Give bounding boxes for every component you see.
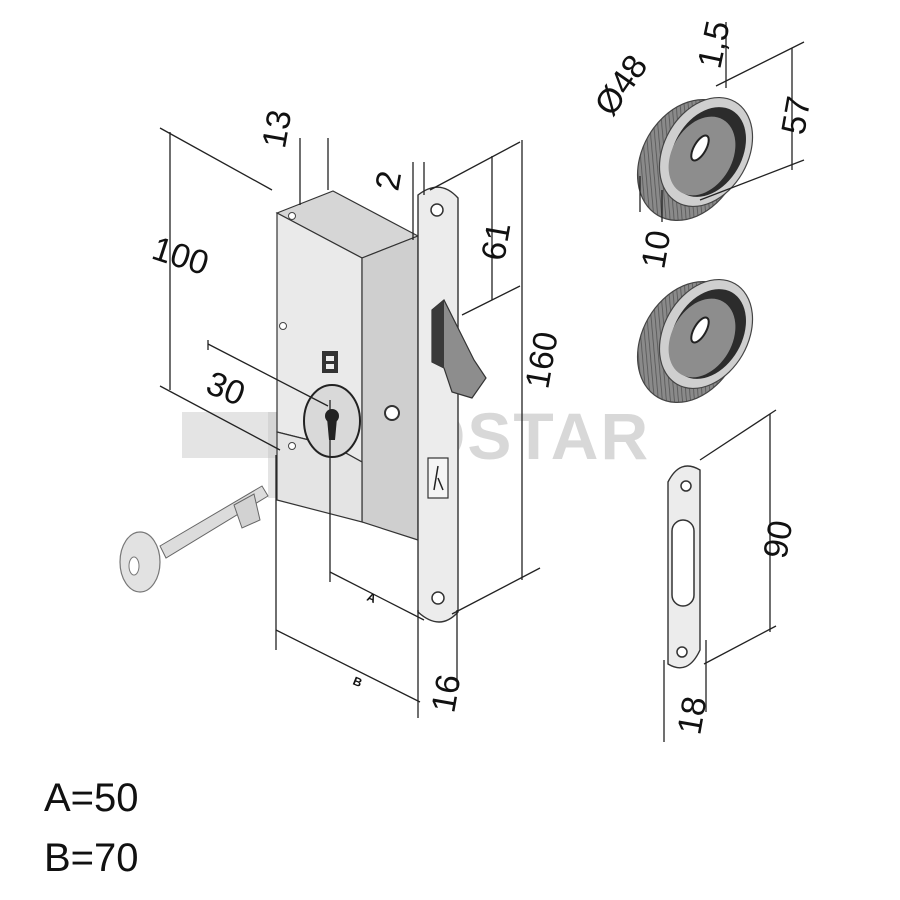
faceplate-screw-hole xyxy=(430,203,444,217)
dim-lock-height: 100 xyxy=(148,229,214,283)
screw-hole xyxy=(288,212,296,220)
legend-line-a: A=50 xyxy=(44,776,139,820)
rosette-bottom xyxy=(636,278,754,403)
dim-label-b: B xyxy=(351,674,365,690)
faceplate-screw-hole xyxy=(431,591,445,605)
dim-rosette-depth: 10 xyxy=(634,228,678,272)
dim-faceplate-width: 16 xyxy=(424,672,468,716)
dim-label-a: A xyxy=(365,590,379,606)
screw-hole xyxy=(288,442,296,450)
lock-case-side xyxy=(361,235,419,541)
dim-strike-length: 90 xyxy=(756,518,800,562)
key xyxy=(119,485,269,593)
round-hole xyxy=(384,405,400,421)
dim-strike-width: 18 xyxy=(670,694,714,738)
dim-rosette-diameter: Ø48 xyxy=(587,48,655,122)
dim-faceplate-length: 160 xyxy=(518,329,565,391)
dim-bolt-offset: 61 xyxy=(474,220,518,264)
dim-backset: 30 xyxy=(201,364,250,413)
dimension-lines xyxy=(159,22,805,742)
faceplate xyxy=(417,186,459,623)
dim-rosette-flange: 1,5 xyxy=(691,18,738,72)
rosette-keyhole-icon xyxy=(690,134,710,162)
dim-lock-thickness: 13 xyxy=(255,107,299,151)
strike-plate xyxy=(667,465,701,669)
rosette-top xyxy=(636,96,754,221)
dim-rosette-height: 57 xyxy=(774,94,818,138)
screw-hole xyxy=(279,322,287,330)
dim-faceplate-thickness: 2 xyxy=(368,168,409,193)
follower-square xyxy=(322,351,338,373)
legend-line-b: B=70 xyxy=(44,836,139,880)
rosette-keyhole-icon xyxy=(690,316,710,344)
mortise-lock xyxy=(275,186,487,623)
